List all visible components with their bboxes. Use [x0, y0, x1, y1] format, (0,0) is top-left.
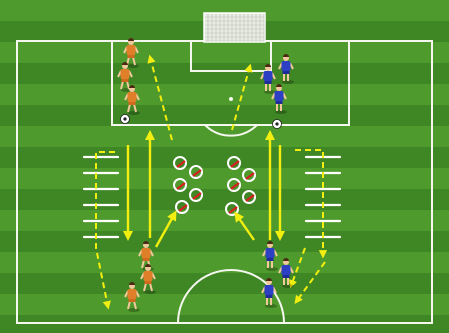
marker-disc — [189, 188, 203, 202]
run-arrow — [234, 211, 255, 241]
marker-disc — [189, 165, 203, 179]
grass-stripe — [0, 63, 449, 84]
grass-stripe — [0, 252, 449, 273]
marker-disc — [175, 200, 189, 214]
marker-disc — [173, 156, 187, 170]
pass-arrow — [147, 54, 173, 141]
grass-stripe — [0, 126, 449, 147]
pass-arrow — [294, 261, 326, 305]
orange-player — [140, 264, 156, 294]
grass-stripe — [0, 42, 449, 63]
pass-arrow — [289, 247, 306, 289]
marker-disc — [242, 190, 256, 204]
grass-stripe — [0, 0, 449, 21]
pass-arrow — [95, 151, 115, 310]
marker-disc — [173, 178, 187, 192]
grass-stripe — [0, 105, 449, 126]
penalty-spot — [229, 97, 233, 101]
marker-discs — [173, 156, 256, 216]
grass-stripe — [0, 231, 449, 252]
center-circle — [177, 269, 285, 324]
movement-arrows — [95, 54, 328, 310]
grass-stripe — [0, 189, 449, 210]
orange-player — [123, 38, 139, 68]
grass-stripe — [0, 84, 449, 105]
grass-stripe — [0, 273, 449, 294]
grass-stripe — [0, 168, 449, 189]
grass-stripe — [0, 210, 449, 231]
footballs — [120, 114, 282, 129]
marker-disc — [242, 168, 256, 182]
run-arrow — [154, 210, 177, 248]
grass-stripe — [0, 147, 449, 168]
marker-disc — [227, 156, 241, 170]
blue-player — [278, 54, 294, 84]
pass-arrow — [231, 63, 253, 131]
penalty-arc — [204, 124, 258, 137]
marker-disc — [225, 202, 239, 216]
football-icon — [120, 114, 130, 124]
blue-player — [278, 258, 294, 288]
blue-player — [271, 84, 287, 114]
football-icon — [272, 119, 282, 129]
orange-player — [117, 62, 133, 92]
players — [117, 38, 294, 312]
orange-player — [124, 85, 140, 115]
blue-player — [262, 241, 278, 271]
orange-player — [124, 282, 140, 312]
blue-player — [261, 278, 277, 308]
marker-disc — [227, 178, 241, 192]
grass-stripe — [0, 294, 449, 315]
goal-net — [203, 12, 266, 43]
blue-player — [260, 64, 276, 94]
